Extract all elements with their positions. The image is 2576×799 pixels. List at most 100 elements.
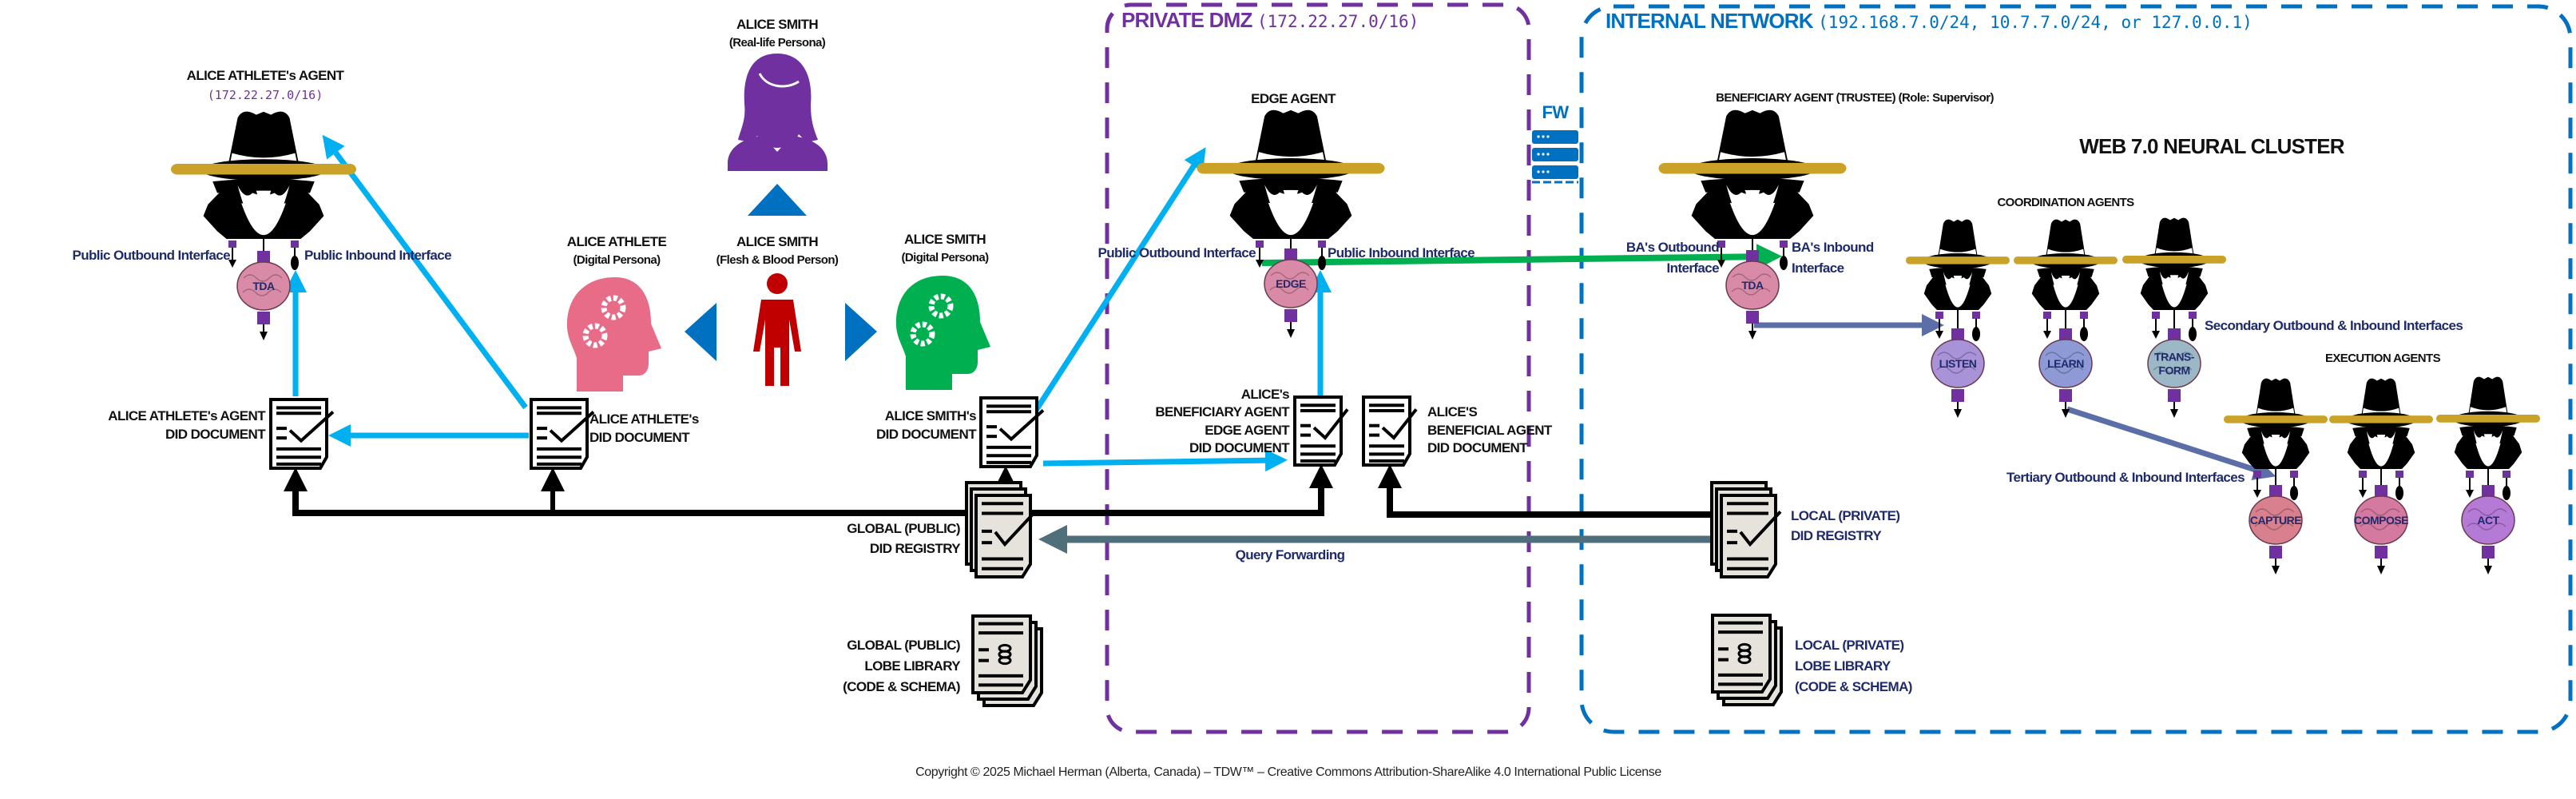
spy-agent-icon (2329, 378, 2433, 469)
outbound-arrow-icon (2152, 331, 2160, 339)
beneficial-doc-label-2: BENEFICIAL AGENT (1427, 423, 1552, 438)
lobe-port-icon (2375, 485, 2387, 498)
lobe-port-icon (2059, 389, 2072, 402)
inbound-port-icon (1318, 240, 1326, 248)
brain-lobe-icon (2038, 339, 2093, 388)
lobe-port-icon (2168, 328, 2181, 341)
internal-title: INTERNAL NETWORK (192.168.7.0/24, 10.7.7… (1606, 10, 2253, 32)
copyright-notice: Copyright © 2025 Michael Herman (Alberta… (915, 765, 1661, 779)
checkmark-icon (1312, 408, 1349, 440)
alice-athlete-agent: TDA (171, 111, 356, 340)
inbound-socket-icon (2080, 327, 2088, 341)
brain-lobe-icon (1931, 339, 1985, 388)
person-icon (753, 273, 801, 386)
inbound-port-icon (291, 240, 299, 248)
brain-lobe-icon (1725, 260, 1780, 310)
ba-edge-doc-label-4: DID DOCUMENT (1189, 440, 1290, 455)
edge-inbound-interface-label: Public Inbound Interface (1328, 245, 1475, 260)
brain-label: CAPTURE (2250, 514, 2301, 527)
triangle-left-icon (685, 303, 716, 361)
outbound-arrow-icon (2253, 490, 2261, 498)
alice-athlete-persona-name: ALICE ATHLETE (566, 234, 667, 249)
local-did-registry-label-2: DID REGISTRY (1791, 528, 1882, 543)
execution-agents-title: EXECUTION AGENTS (2324, 352, 2441, 365)
woman-icon (728, 54, 828, 171)
outbound-arrow-icon (1717, 260, 1725, 268)
firewall-label: FW (1542, 102, 1569, 122)
local-did-registry (1710, 481, 1782, 578)
brain-lobe-icon (236, 261, 291, 311)
inbound-port-icon (1780, 240, 1788, 248)
ba-edge-did-document (1293, 396, 1349, 467)
ba-edge-doc-label-1: ALICE's (1240, 387, 1290, 402)
lobe-port-icon (1746, 250, 1759, 263)
outbound-arrow-icon (2043, 331, 2051, 339)
athlete-doc-label-1: ALICE ATHLETE's (589, 411, 699, 427)
coordination-agents-title: COORDINATION AGENTS (1997, 196, 2134, 209)
checkmark-icon (1739, 511, 1782, 547)
ba-outbound-label-2: Interface (1666, 260, 1720, 276)
inbound-socket-icon (1780, 256, 1788, 270)
athlete-agent-doc-label-2: DID DOCUMENT (165, 427, 266, 442)
inbound-port-icon (2503, 471, 2511, 478)
alice-smith-person-role: (Flesh & Blood Person) (716, 253, 839, 267)
inbound-socket-icon (1972, 327, 1980, 341)
dmz-title: PRIVATE DMZ (172.22.27.0/16) (1121, 10, 1419, 30)
global-lobe-library (971, 614, 1043, 707)
capture-agent: CAPTURE (2224, 378, 2328, 574)
local-lobe-library (1711, 614, 1783, 706)
inbound-socket-icon (1318, 256, 1326, 270)
alice-smith-person-name: ALICE SMITH (736, 234, 819, 249)
brain-lobe-icon (2147, 339, 2201, 388)
lobe-port-icon (1284, 248, 1297, 261)
arrow-athlete-doc-to-agent (322, 134, 528, 410)
beneficial-doc-label-3: DID DOCUMENT (1427, 440, 1528, 455)
arrow-down-icon (1748, 331, 1756, 340)
checkmark-icon (549, 410, 595, 443)
global-lobe-library-label-1: GLOBAL (PUBLIC) (847, 638, 960, 653)
brain-label: LEARN (2047, 357, 2084, 370)
inbound-socket-icon (2290, 486, 2298, 500)
spy-agent-icon (2436, 376, 2540, 469)
inbound-socket-icon (2189, 327, 2197, 341)
alice-smith-real-name: ALICE SMITH (736, 17, 819, 32)
outbound-port-icon (2466, 471, 2474, 478)
global-did-registry (965, 481, 1037, 578)
internal-subnet: (192.168.7.0/24, 10.7.7.0/24, or 127.0.0… (1818, 13, 2253, 32)
outbound-port-icon (228, 240, 236, 248)
alice-smith-persona-name: ALICE SMITH (903, 232, 986, 247)
lobe-port-icon (257, 251, 270, 264)
compose-agent: COMPOSE (2329, 378, 2433, 574)
arrow-down-icon (2062, 409, 2070, 418)
dmz-zone-border (1105, 2, 1531, 734)
global-did-registry-label-1: GLOBAL (PUBLIC) (847, 521, 960, 536)
lobe-port-icon (2168, 389, 2181, 402)
listen-agent: LISTEN (1906, 219, 2010, 418)
lobe-port-icon (1746, 311, 1759, 324)
outbound-port-icon (1935, 312, 1943, 319)
act-agent: ACT (2436, 376, 2540, 574)
brain-label: LISTEN (1939, 357, 1977, 370)
arrow-smith-doc-to-edge-agent (1033, 147, 1206, 413)
ba-inbound-label-1: BA's Inbound (1792, 240, 1874, 255)
arrow-down-icon (2170, 409, 2178, 418)
local-did-registry-label-1: LOCAL (PRIVATE) (1791, 508, 1900, 523)
arrow-down-icon (1954, 409, 1962, 418)
transform-agent: TRANS-FORM (2122, 217, 2226, 418)
outbound-port-icon (2359, 471, 2367, 478)
lobe-port-icon (2375, 546, 2387, 559)
public-inbound-interface-label: Public Inbound Interface (304, 248, 452, 263)
brain-label: FORM (2158, 364, 2189, 377)
athlete-agent-doc-label-1: ALICE ATHLETE's AGENT (108, 408, 265, 423)
athlete-doc-label-2: DID DOCUMENT (589, 430, 690, 445)
outbound-port-icon (1717, 240, 1725, 248)
inbound-port-icon (2395, 471, 2403, 478)
ba-inbound-label-2: Interface (1792, 260, 1844, 276)
brain-label: EDGE (1276, 277, 1306, 290)
arrow-down-icon (2377, 566, 2385, 574)
ba-edge-doc-label-3: EDGE AGENT (1205, 423, 1289, 438)
